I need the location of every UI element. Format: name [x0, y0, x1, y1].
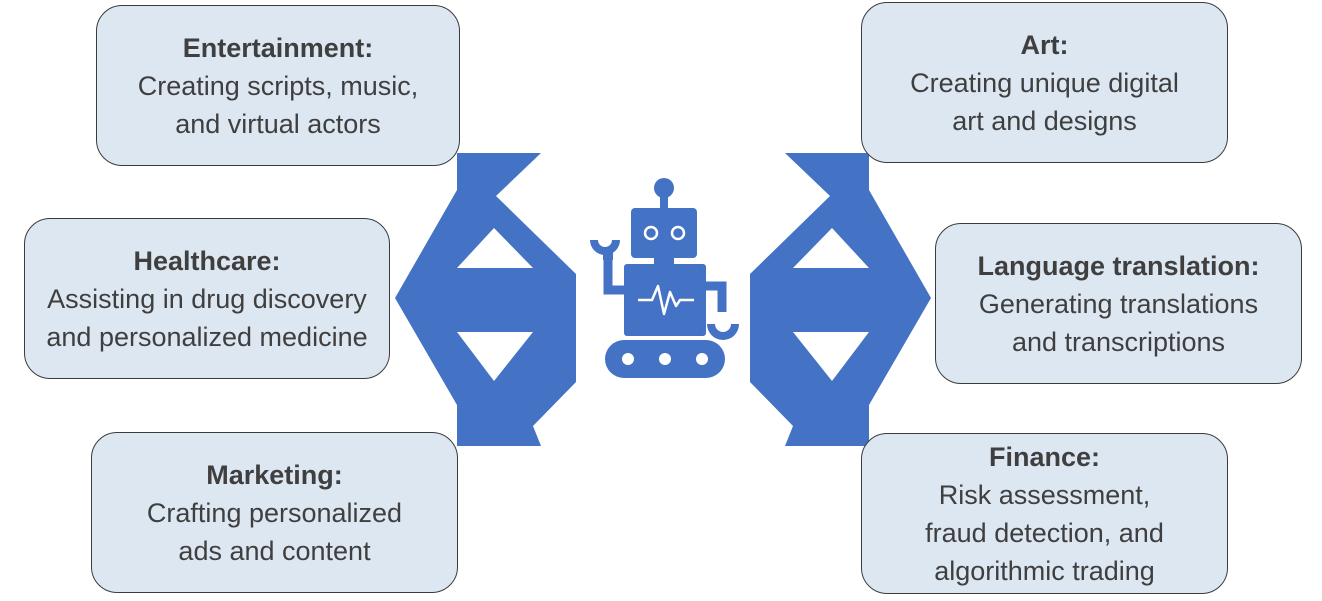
- left-arrow-notch-bottom: [457, 332, 533, 381]
- right-arrow-notch-bottom: [793, 332, 869, 381]
- card-line: ads and content: [178, 535, 371, 566]
- card-line: art and designs: [952, 105, 1137, 136]
- card-line: and transcriptions: [1011, 326, 1226, 357]
- left-arrow-shape: [395, 153, 576, 446]
- card-title: Marketing:: [206, 459, 343, 490]
- card-line: Crafting personalized: [146, 497, 403, 528]
- card-title: Finance:: [988, 441, 1101, 472]
- card-art: Art: Creating unique digital art and des…: [861, 2, 1228, 163]
- card-language-translation: Language translation: Generating transla…: [935, 223, 1302, 384]
- right-arrow-notch-top: [793, 228, 869, 268]
- card-marketing: Marketing: Crafting personalized ads and…: [91, 432, 458, 593]
- card-title: Language translation:: [977, 250, 1260, 281]
- card-line: Risk assessment,: [938, 479, 1151, 510]
- card-line: Generating translations: [978, 288, 1259, 319]
- card-line: and personalized medicine: [46, 321, 368, 352]
- card-line: Assisting in drug discovery: [47, 283, 367, 314]
- card-title: Entertainment:: [182, 32, 374, 63]
- card-line: Creating scripts, music,: [137, 70, 419, 101]
- card-finance: Finance: Risk assessment, fraud detectio…: [861, 433, 1228, 594]
- right-arrows: [750, 153, 931, 446]
- card-line: algorithmic trading: [934, 555, 1155, 586]
- card-entertainment: Entertainment: Creating scripts, music, …: [96, 5, 460, 166]
- left-arrow-notch-top: [457, 228, 533, 268]
- right-arrow-shape: [750, 153, 931, 446]
- card-line: and virtual actors: [175, 108, 381, 139]
- robot-icon: [590, 178, 739, 378]
- card-line: Creating unique digital: [910, 67, 1179, 98]
- card-title: Art:: [1020, 29, 1069, 60]
- card-title: Healthcare:: [133, 245, 281, 276]
- left-arrows: [395, 153, 576, 446]
- card-line: fraud detection, and: [925, 517, 1164, 548]
- card-healthcare: Healthcare: Assisting in drug discovery …: [24, 218, 390, 379]
